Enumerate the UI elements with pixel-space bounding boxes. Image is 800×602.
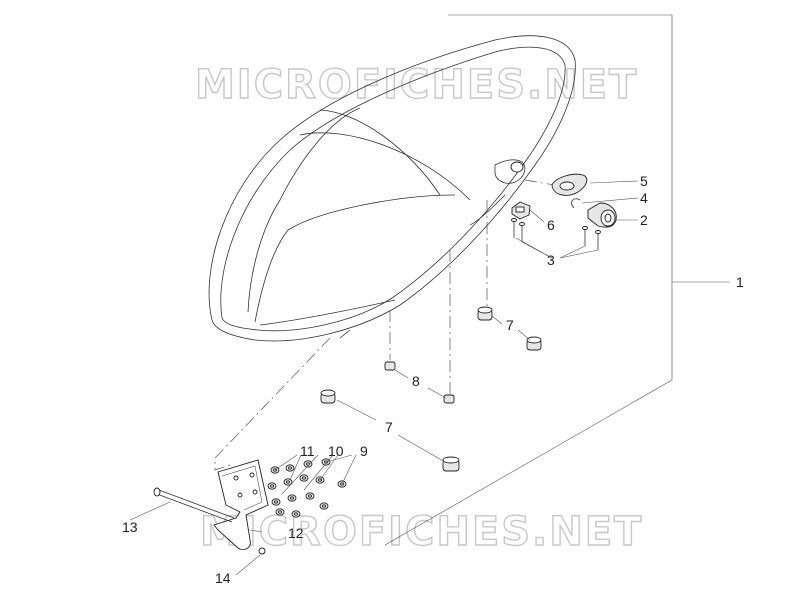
seat: [208, 35, 576, 342]
buffer-bottom: [442, 456, 460, 472]
lock-assembly: [511, 173, 617, 250]
leader-lines: [129, 180, 639, 576]
watermark-bottom: MICROFICHES.NET: [200, 509, 643, 555]
washer-hole-1: [288, 466, 292, 470]
callout-14: 14: [215, 570, 231, 586]
watermark-top: MICROFICHES.NET: [195, 62, 638, 108]
callout-13: 13: [122, 519, 138, 535]
callout-7-upper: 7: [506, 317, 514, 333]
callout-5: 5: [640, 173, 648, 189]
callouts: 1 2 3 4 5 6 7 7 8 9 10 11 12 13 14: [122, 173, 744, 586]
assembly-frame: [384, 14, 730, 546]
callout-2: 2: [640, 212, 648, 228]
hinge-assembly: [153, 459, 269, 555]
callout-12: 12: [288, 525, 304, 541]
callout-3: 3: [547, 252, 555, 268]
washer-hole-14: [294, 512, 298, 516]
callout-6: 6: [547, 217, 555, 233]
buffer-left: [320, 389, 336, 404]
buffers-and-nuts: [320, 306, 542, 472]
callout-4: 4: [640, 190, 648, 206]
callout-7-lower: 7: [385, 419, 393, 435]
callout-11: 11: [300, 443, 315, 459]
washer-hole-12: [322, 504, 326, 508]
washer-hole-9: [274, 500, 278, 504]
washer-hole-6: [286, 480, 290, 484]
callout-1: 1: [736, 274, 744, 290]
washer-hole-11: [308, 494, 312, 498]
washers: [267, 458, 347, 518]
callout-8: 8: [412, 373, 420, 389]
buffer-top: [477, 306, 493, 321]
washer-hole-5: [270, 484, 274, 488]
callout-9: 9: [360, 443, 368, 459]
buffer-right: [526, 336, 542, 351]
washer-hole-13: [278, 510, 282, 514]
callout-10: 10: [328, 443, 344, 459]
washer-hole-10: [290, 496, 294, 500]
washer-hole-7: [302, 476, 306, 480]
